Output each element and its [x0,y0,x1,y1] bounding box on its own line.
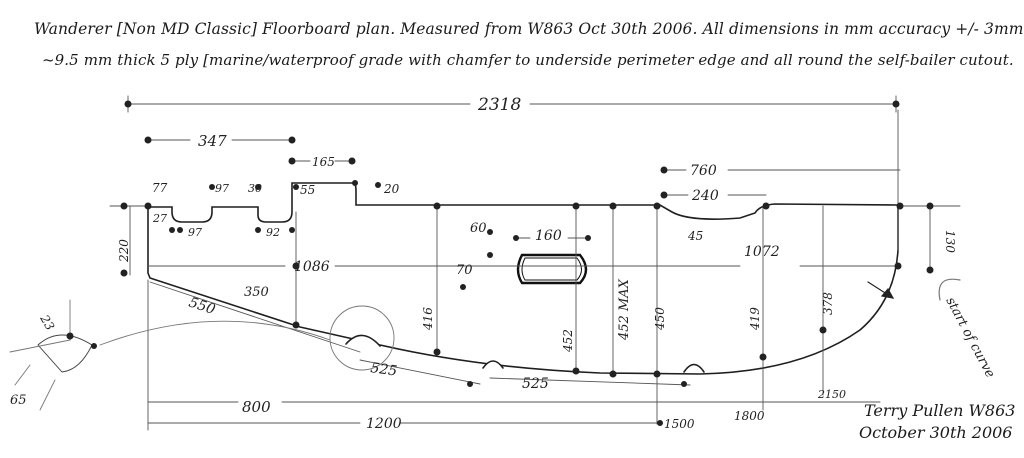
label-start-of-curve: start of curve [942,295,997,381]
label-130: 130 [943,230,957,253]
label-220: 220 [117,239,131,263]
title-line: Wanderer [Non MD Classic] Floorboard pla… [34,20,1024,38]
label-20: 20 [383,182,400,196]
label-77: 77 [152,181,168,195]
label-70: 70 [456,263,473,278]
label-760: 760 [690,163,717,179]
label-416: 416 [421,307,435,331]
label-550: 550 [187,295,217,319]
label-1800: 1800 [734,409,765,423]
marker-dots [66,100,934,426]
label-65: 65 [10,393,27,408]
label-97a: 97 [215,182,229,195]
start-of-curve-arrow [867,278,961,301]
label-2150: 2150 [817,388,846,401]
label-419: 419 [748,307,762,331]
label-27: 27 [152,212,167,225]
label-97b: 97 [188,226,202,239]
label-525b: 525 [522,376,549,392]
label-1072: 1072 [744,244,780,260]
label-1200: 1200 [366,416,402,432]
label-378: 378 [821,292,835,315]
label-1086: 1086 [294,259,330,275]
label-1500: 1500 [664,417,695,431]
label-525a: 525 [369,360,398,380]
label-240: 240 [691,188,719,204]
dimension-labels: 2318 347 165 77 27 97 97 30 92 55 20 220… [10,95,998,432]
label-92: 92 [266,226,280,239]
label-350: 350 [244,285,269,300]
label-overall-length: 2318 [477,95,521,115]
label-347: 347 [198,132,227,150]
signature-name: Terry Pullen W863 [864,401,1016,420]
label-160: 160 [535,228,562,244]
label-55: 55 [300,183,315,197]
bay-detail [9,299,395,411]
board-outline [147,182,899,375]
label-45: 45 [687,229,703,243]
label-450: 450 [653,307,667,331]
subtitle-line: ~9.5 mm thick 5 ply [marine/waterproof g… [42,51,1014,69]
label-165: 165 [312,155,335,169]
label-30: 30 [248,182,262,195]
signature-date: October 30th 2006 [859,423,1013,442]
label-23: 23 [37,312,57,333]
label-452max: 452 MAX [617,278,632,341]
dimension-lines [109,95,961,431]
label-800: 800 [242,398,271,416]
label-60: 60 [470,221,487,236]
label-452: 452 [561,329,575,353]
